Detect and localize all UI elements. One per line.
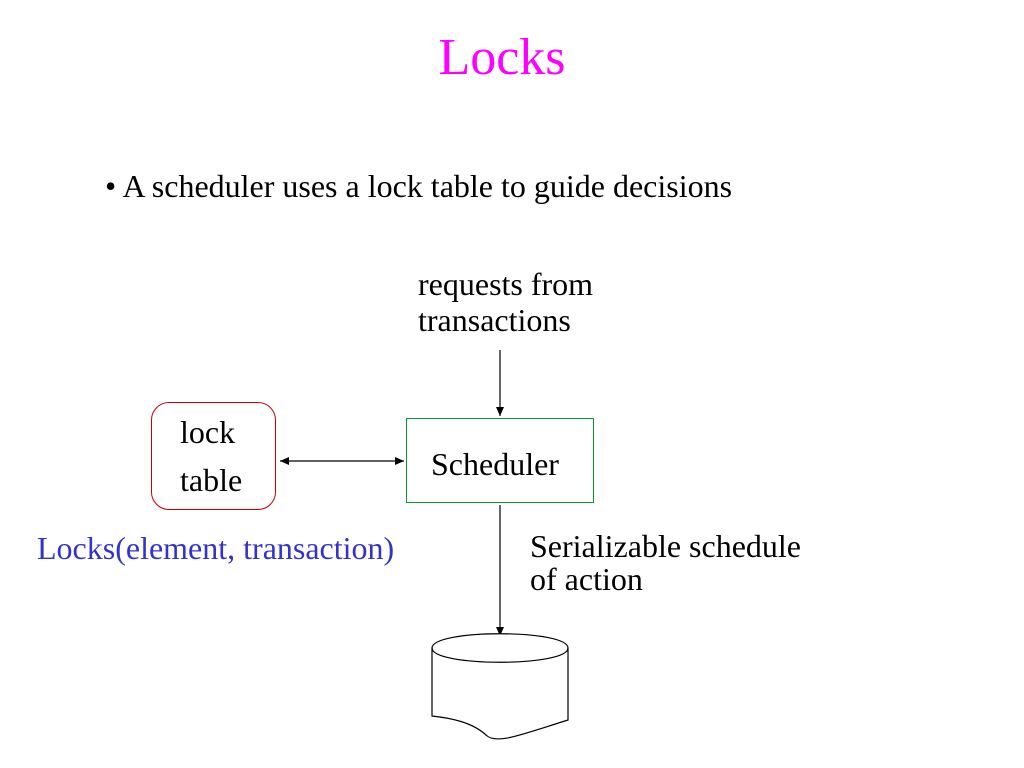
- database-icon: [431, 633, 569, 740]
- lock-table-label: lock table: [180, 408, 242, 504]
- lock-table-label-line2: table: [180, 462, 243, 498]
- slide-title: Locks: [438, 29, 566, 86]
- output-label: Serializable schedule of action: [530, 530, 801, 596]
- output-label-line2: of action: [530, 561, 643, 597]
- output-label-line1: Serializable schedule: [530, 528, 801, 564]
- scheduler-label: Scheduler: [431, 446, 559, 482]
- requests-label-line2: transactions: [418, 302, 571, 338]
- lock-table-box: [151, 402, 276, 510]
- lock-table-label-line1: lock: [180, 414, 236, 450]
- requests-label-line1: requests from: [418, 266, 594, 302]
- bullet-point: • A scheduler uses a lock table to guide…: [105, 168, 733, 204]
- locks-caption: Locks(element, transaction): [37, 530, 395, 566]
- scheduler-box: [406, 418, 594, 503]
- requests-label: requests from transactions: [418, 266, 593, 338]
